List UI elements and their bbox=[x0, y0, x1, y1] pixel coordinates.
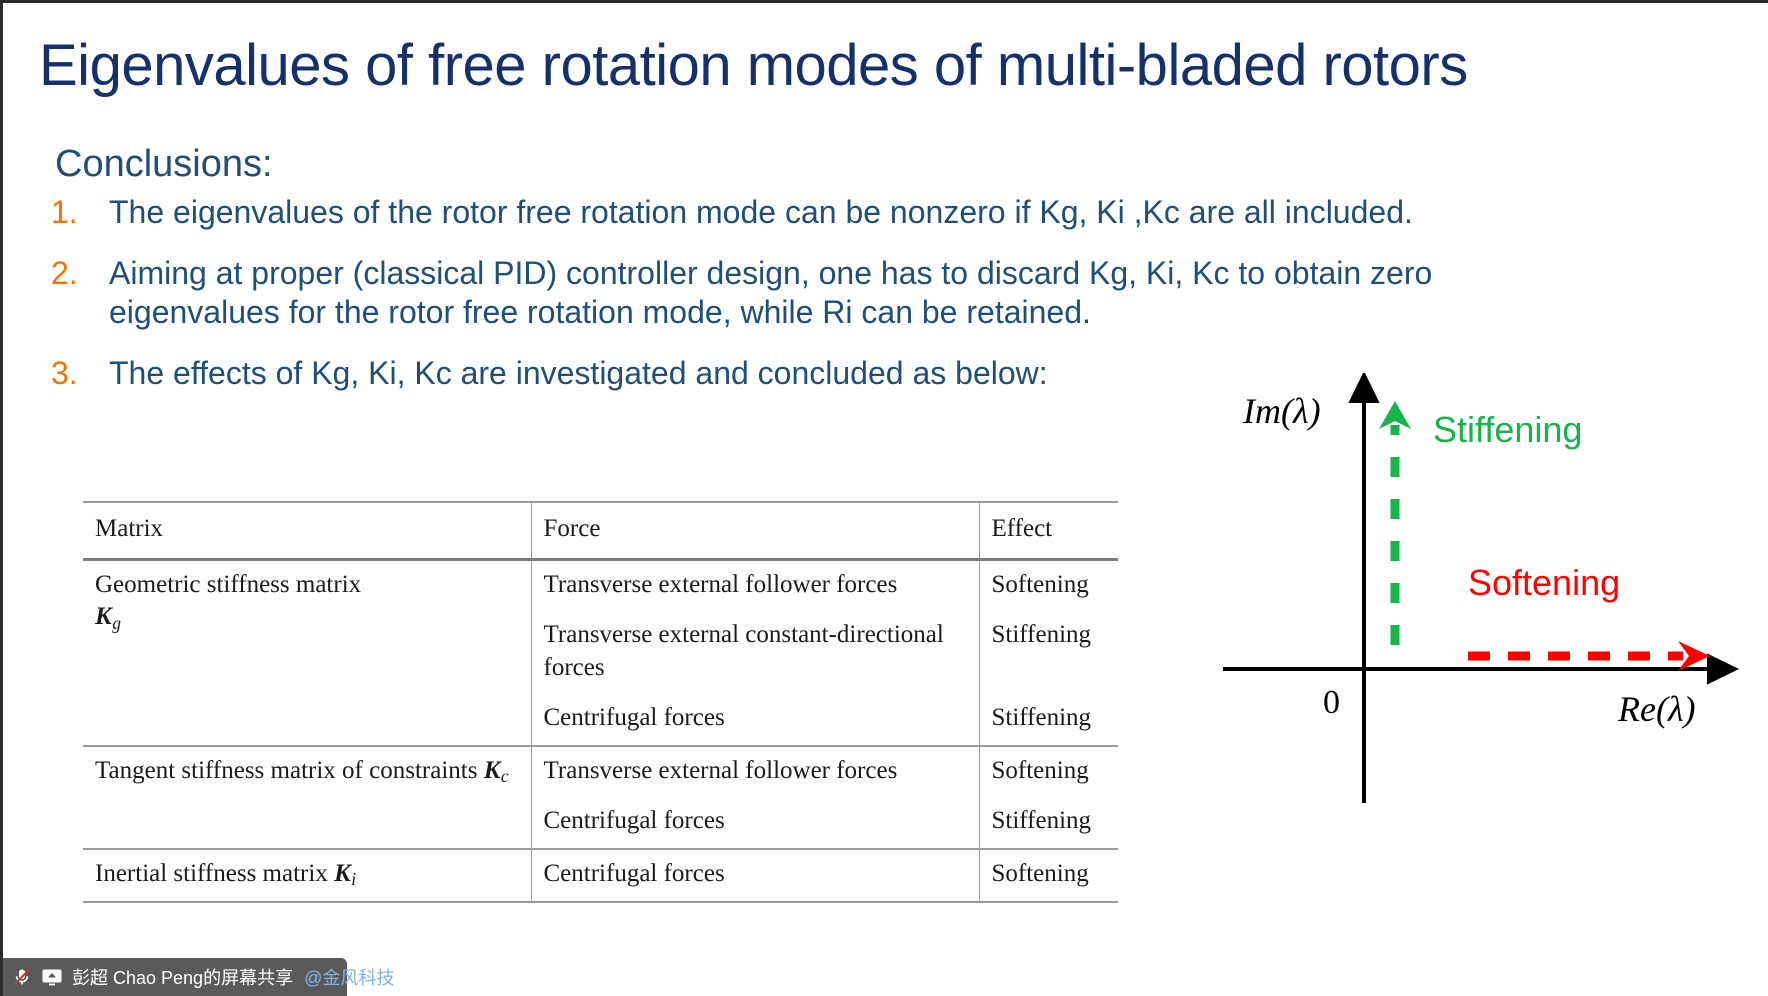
page-title: Eigenvalues of free rotation modes of mu… bbox=[39, 33, 1468, 98]
imaginary-axis-label: Im(λ) bbox=[1242, 391, 1321, 431]
stiffening-label: Stiffening bbox=[1433, 409, 1582, 450]
list-item-number: 3. bbox=[51, 355, 78, 392]
table-row: Transverse external constant-directional… bbox=[83, 611, 1118, 694]
table-header-row: Matrix Force Effect bbox=[83, 501, 1118, 559]
list-item-text: The eigenvalues of the rotor free rotati… bbox=[109, 194, 1413, 230]
organization-tag: @金风科技 bbox=[304, 968, 395, 988]
presenter-name: 彭超 Chao Peng的屏幕共享 bbox=[72, 968, 294, 988]
table-cell-force: Centrifugal forces bbox=[530, 694, 979, 746]
matrix-name: Inertial stiffness matrix bbox=[95, 859, 328, 887]
table-cell-matrix: Geometric stiffness matrix Kg bbox=[83, 557, 531, 746]
softening-arrow-head bbox=[1678, 641, 1710, 671]
matrix-symbol: Kg bbox=[95, 603, 121, 633]
list-item-text: Aiming at proper (classical PID) control… bbox=[109, 255, 1433, 331]
table-cell-effect: Stiffening bbox=[978, 611, 1118, 694]
list-item: 1. The eigenvalues of the rotor free rot… bbox=[51, 193, 1471, 232]
list-item: 2. Aiming at proper (classical PID) cont… bbox=[51, 254, 1471, 332]
list-item-number: 1. bbox=[51, 194, 78, 230]
list-item: 3. The effects of Kg, Ki, Kc are investi… bbox=[51, 354, 1471, 393]
screen-share-icon[interactable] bbox=[41, 967, 63, 987]
table-cell-matrix: Inertial stiffness matrix Ki bbox=[83, 847, 531, 904]
matrix-effects-table: Matrix Force Effect Geometric stiffness … bbox=[83, 501, 1118, 904]
table-cell-effect: Softening bbox=[978, 744, 1118, 797]
mic-muted-icon[interactable] bbox=[12, 967, 32, 987]
matrix-symbol: Ki bbox=[334, 859, 357, 890]
stiffening-arrow-head bbox=[1379, 401, 1411, 429]
matrix-name: Geometric stiffness matrix bbox=[95, 570, 362, 598]
complex-plane-diagram: Im(λ) Re(λ) 0 Stiffening Softening bbox=[1223, 373, 1763, 803]
table-header-matrix: Matrix bbox=[83, 501, 531, 559]
table-row: Centrifugal forces Stiffening bbox=[83, 694, 1118, 746]
table-row: Inertial stiffness matrix Ki Centrifugal… bbox=[83, 847, 1118, 904]
table-cell-effect: Stiffening bbox=[978, 797, 1118, 849]
list-item-text: The effects of Kg, Ki, Kc are investigat… bbox=[109, 355, 1048, 392]
matrix-symbol: Kc bbox=[483, 756, 509, 787]
conclusions-list: 1. The eigenvalues of the rotor free rot… bbox=[51, 193, 1471, 415]
table-cell-effect: Softening bbox=[978, 847, 1118, 904]
screen-share-status-bar[interactable]: 彭超 Chao Peng的屏幕共享 @金风科技 bbox=[3, 958, 394, 996]
real-axis-label: Re(λ) bbox=[1617, 689, 1696, 729]
table-cell-force: Transverse external follower forces bbox=[530, 557, 979, 611]
softening-label: Softening bbox=[1468, 562, 1620, 603]
table-cell-matrix: Tangent stiffness matrix of constraints … bbox=[83, 744, 531, 849]
table-row: Tangent stiffness matrix of constraints … bbox=[83, 744, 1118, 849]
table-cell-force: Transverse external constant-directional… bbox=[530, 611, 979, 694]
matrix-name: Tangent stiffness matrix of constraints bbox=[95, 756, 478, 784]
table-header-effect: Effect bbox=[978, 501, 1118, 559]
table-cell-force: Transverse external follower forces bbox=[530, 744, 979, 797]
table-row: Geometric stiffness matrix Kg Transverse… bbox=[83, 557, 1118, 746]
table-header-force: Force bbox=[530, 501, 979, 559]
origin-label: 0 bbox=[1323, 684, 1340, 721]
conclusions-heading: Conclusions: bbox=[55, 143, 273, 185]
table-cell-effect: Stiffening bbox=[978, 694, 1118, 746]
table-row: Centrifugal forces Stiffening bbox=[83, 797, 1118, 849]
table-cell-force: Centrifugal forces bbox=[530, 847, 979, 904]
list-item-number: 2. bbox=[51, 255, 78, 292]
table-cell-effect: Softening bbox=[978, 557, 1118, 611]
table-cell-force: Centrifugal forces bbox=[530, 797, 979, 849]
